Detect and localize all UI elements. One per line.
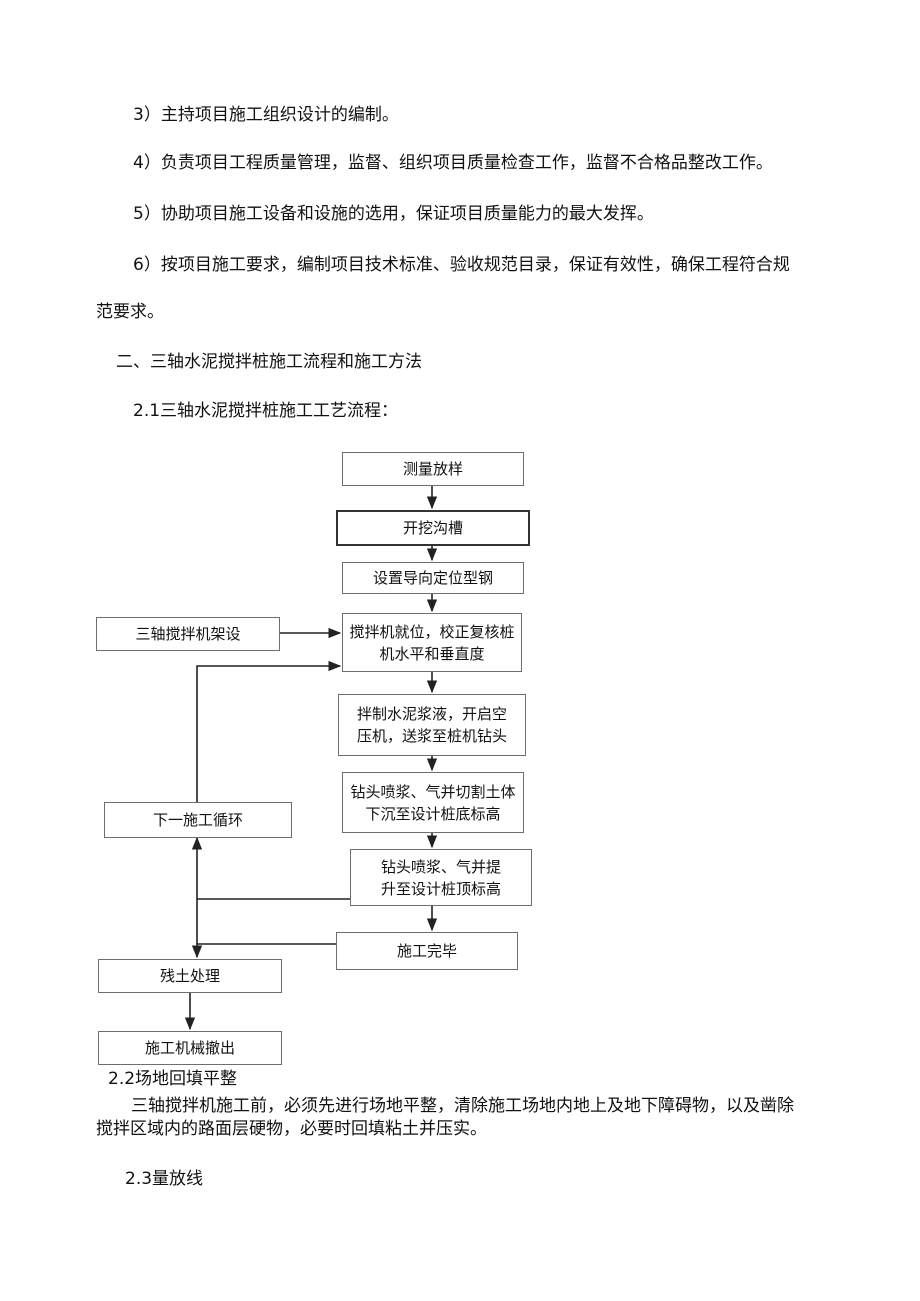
flow-box-trench: 开挖沟槽 xyxy=(336,510,530,546)
flow-box-drill-up: 钻头喷浆、气并提 升至设计桩顶标高 xyxy=(350,849,532,906)
duty-item-5: 5）协助项目施工设备和设施的选用，保证项目质量能力的最大发挥。 xyxy=(133,204,654,224)
section-2-1-heading: 2.1三轴水泥搅拌桩施工工艺流程： xyxy=(133,401,399,421)
section-2-3-heading: 2.3量放线 xyxy=(125,1169,204,1189)
flow-box-drill-down: 钻头喷浆、气并切割土体 下沉至设计桩底标高 xyxy=(342,772,524,833)
section-2-2-heading: 2.2场地回填平整 xyxy=(108,1069,238,1089)
flow-box-next-cycle: 下一施工循环 xyxy=(104,802,292,838)
section-2-heading: 二、三轴水泥搅拌桩施工流程和施工方法 xyxy=(116,352,422,372)
flow-box-rig-setup: 三轴搅拌机架设 xyxy=(96,617,280,651)
duty-item-6-line2: 范要求。 xyxy=(96,302,164,322)
flow-box-position: 搅拌机就位，校正复核桩 机水平和垂直度 xyxy=(342,613,522,672)
duty-item-3: 3）主持项目施工组织设计的编制。 xyxy=(133,105,399,125)
flow-box-withdraw: 施工机械撤出 xyxy=(98,1031,282,1065)
arrow-complete-to-soil xyxy=(191,943,336,959)
duty-item-6-line1: 6）按项目施工要求，编制项目技术标准、验收规范目录，保证有效性，确保工程符合规 xyxy=(133,255,790,275)
flow-box-guide: 设置导向定位型钢 xyxy=(342,562,524,594)
section-2-2-para-line1: 三轴搅拌机施工前，必须先进行场地平整，清除施工场地内地上及地下障碍物，以及凿除 xyxy=(131,1096,794,1116)
section-2-2-para-line2: 搅拌区域内的路面层硬物，必要时回填粘土并压实。 xyxy=(96,1119,487,1139)
flow-box-complete: 施工完毕 xyxy=(336,932,518,970)
flow-box-soil: 残土处理 xyxy=(98,959,282,993)
arrow-next-cycle-to-position xyxy=(196,660,342,804)
flow-box-measure: 测量放样 xyxy=(342,452,524,486)
duty-item-4: 4）负责项目工程质量管理，监督、组织项目质量检查工作，监督不合格品整改工作。 xyxy=(133,153,773,173)
flow-box-mix: 拌制水泥浆液，开启空 压机，送浆至桩机钻头 xyxy=(338,694,526,756)
